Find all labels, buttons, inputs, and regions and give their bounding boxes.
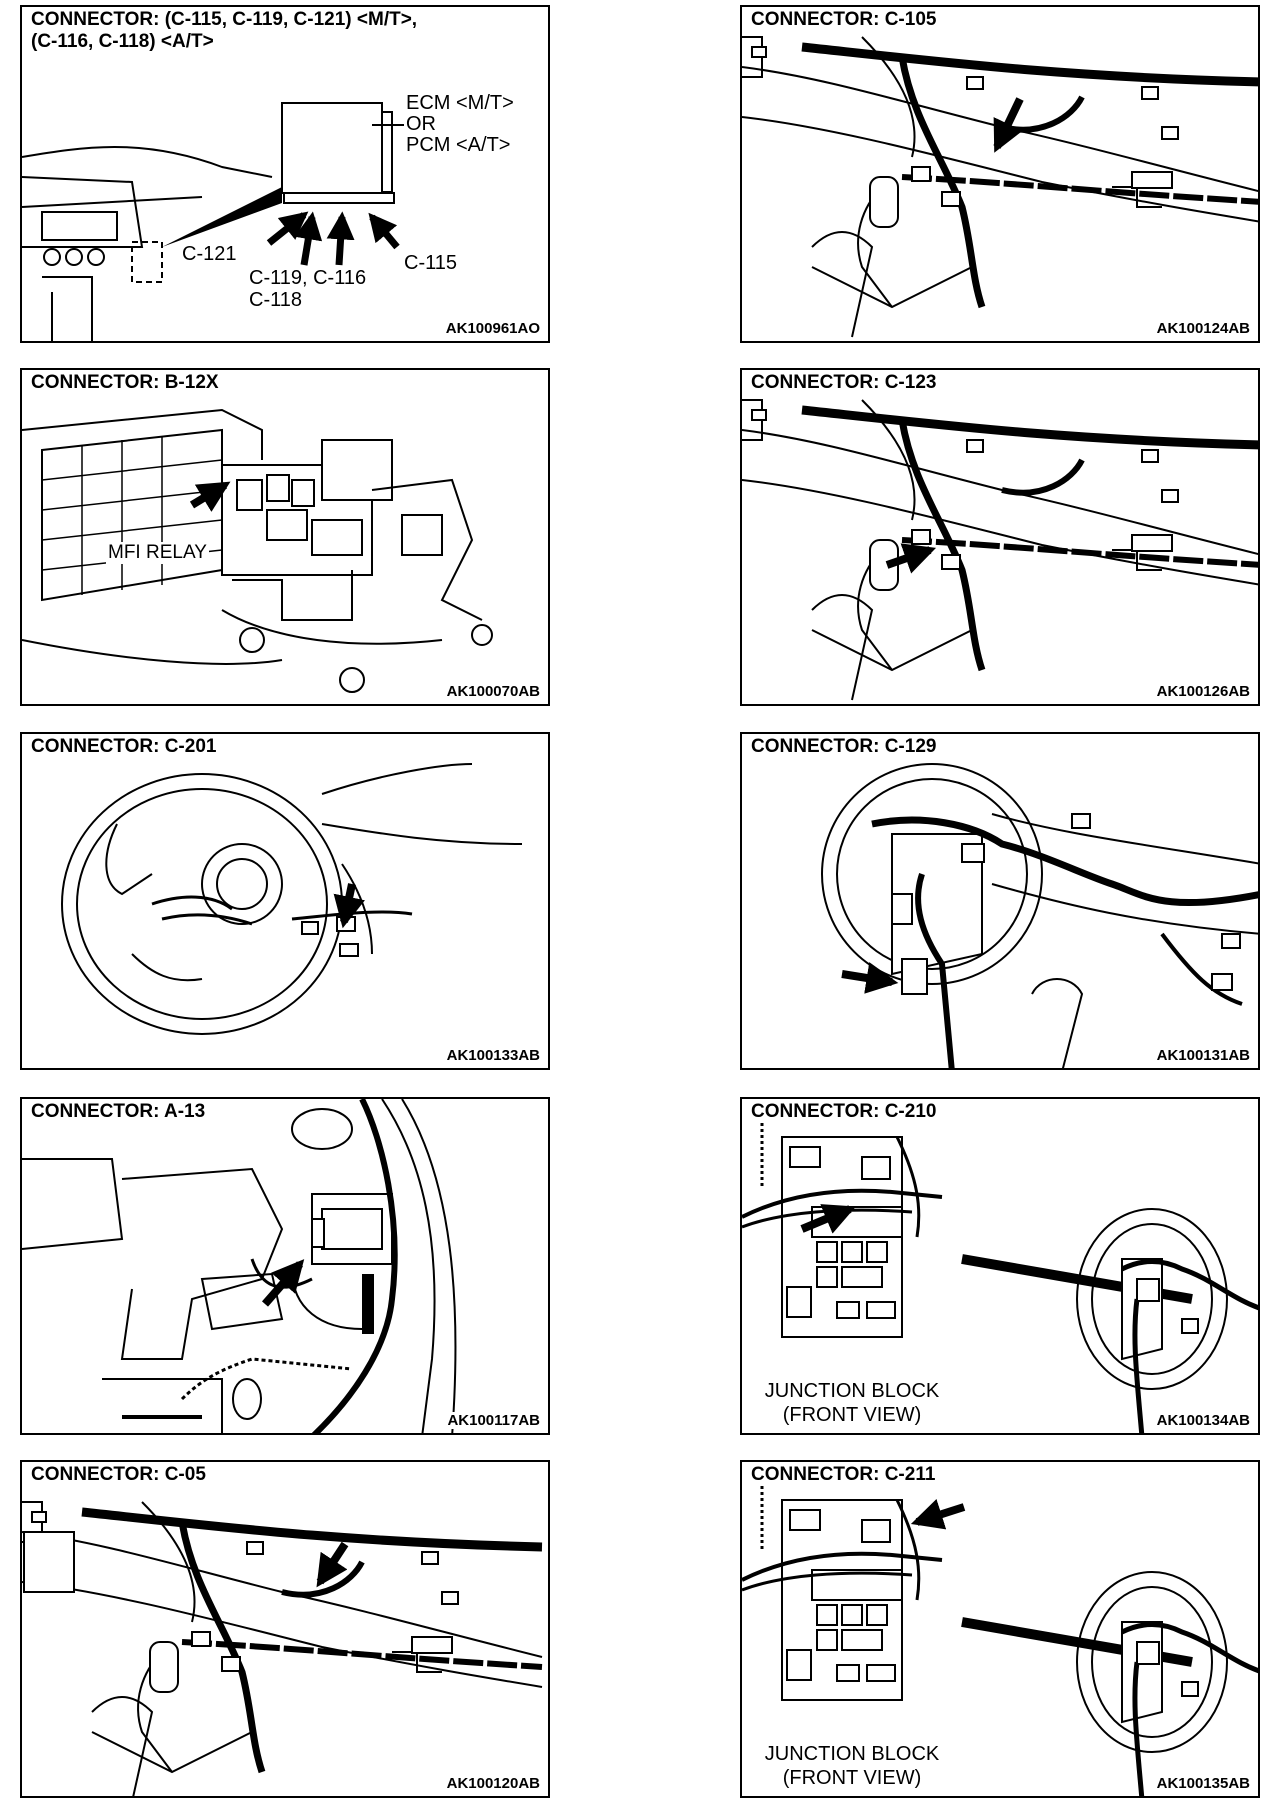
panel-connector-a-13: CONNECTOR: A-13 AK100117AB — [20, 1097, 550, 1435]
panel-title: CONNECTOR: C-105 — [748, 9, 940, 31]
panel-title: CONNECTOR: (C-115, C-119, C-121) <M/T>,(… — [28, 9, 421, 53]
figure-code: AK100131AB — [1154, 1047, 1252, 1064]
label-c-121: C-121 — [180, 243, 239, 265]
c-105-location-illustration — [742, 7, 1260, 343]
figure-code: AK100126AB — [1154, 683, 1252, 700]
panel-title: CONNECTOR: A-13 — [28, 1101, 209, 1123]
c-129-location-illustration — [821, 763, 1258, 1068]
junction-block-label: JUNCTION BLOCK(FRONT VIEW) — [764, 1380, 940, 1426]
label-c-115: C-115 — [402, 252, 459, 274]
figure-code: AK100117AB — [445, 1412, 542, 1429]
figure-code: AK100134AB — [1154, 1412, 1252, 1429]
label-c-119-c-116: C-119, C-116 — [247, 267, 369, 289]
mfi-relay-label: MFI RELAY — [106, 542, 209, 564]
panel-title: CONNECTOR: C-129 — [748, 736, 940, 758]
panel-title: CONNECTOR: C-123 — [748, 372, 940, 394]
panel-ecm-pcm-connectors: CONNECTOR: (C-115, C-119, C-121) <M/T>,(… — [20, 5, 550, 343]
panel-connector-c-05: CONNECTOR: C-05 AK100120AB — [20, 1460, 550, 1798]
figure-code: AK100961AO — [443, 320, 542, 337]
c-210-location-illustration — [742, 1115, 1258, 1433]
figure-code: AK100135AB — [1154, 1775, 1252, 1792]
panel-connector-c-211: CONNECTOR: C-211 JUNCTION BLOCK(FRONT VI… — [740, 1460, 1260, 1798]
a-13-location-illustration — [22, 1099, 457, 1433]
panel-connector-b-12x: CONNECTOR: B-12X MFI RELAY AK100070AB — [20, 368, 550, 706]
ecm-location-illustration — [22, 102, 432, 341]
panel-connector-c-201: CONNECTOR: C-201 AK100133AB — [20, 732, 550, 1070]
c-211-location-illustration — [742, 1478, 1258, 1796]
panel-title: CONNECTOR: C-210 — [748, 1101, 940, 1123]
mfi-relay-location-illustration — [22, 408, 493, 693]
panel-title: CONNECTOR: B-12X — [28, 372, 222, 394]
panel-connector-c-123: CONNECTOR: C-123 AK100126AB — [740, 368, 1260, 706]
c-05-location-illustration — [22, 1462, 550, 1798]
panel-connector-c-210: CONNECTOR: C-210 JUNCTION BLOCK(FRONT VI… — [740, 1097, 1260, 1435]
figure-code: AK100070AB — [444, 683, 542, 700]
label-c-118: C-118 — [247, 289, 304, 311]
panel-connector-c-105: CONNECTOR: C-105 AK100124AB — [740, 5, 1260, 343]
panel-connector-c-129: CONNECTOR: C-129 AK100131AB — [740, 732, 1260, 1070]
c-123-location-illustration — [742, 370, 1260, 706]
figure-code: AK100124AB — [1154, 320, 1252, 337]
figure-code: AK100133AB — [444, 1047, 542, 1064]
panel-title: CONNECTOR: C-211 — [748, 1464, 939, 1486]
panel-title: CONNECTOR: C-201 — [28, 736, 220, 758]
junction-block-label: JUNCTION BLOCK(FRONT VIEW) — [764, 1743, 940, 1789]
panel-title: CONNECTOR: C-05 — [28, 1464, 209, 1486]
figure-code: AK100120AB — [444, 1775, 542, 1792]
c-201-location-illustration — [61, 763, 523, 1035]
